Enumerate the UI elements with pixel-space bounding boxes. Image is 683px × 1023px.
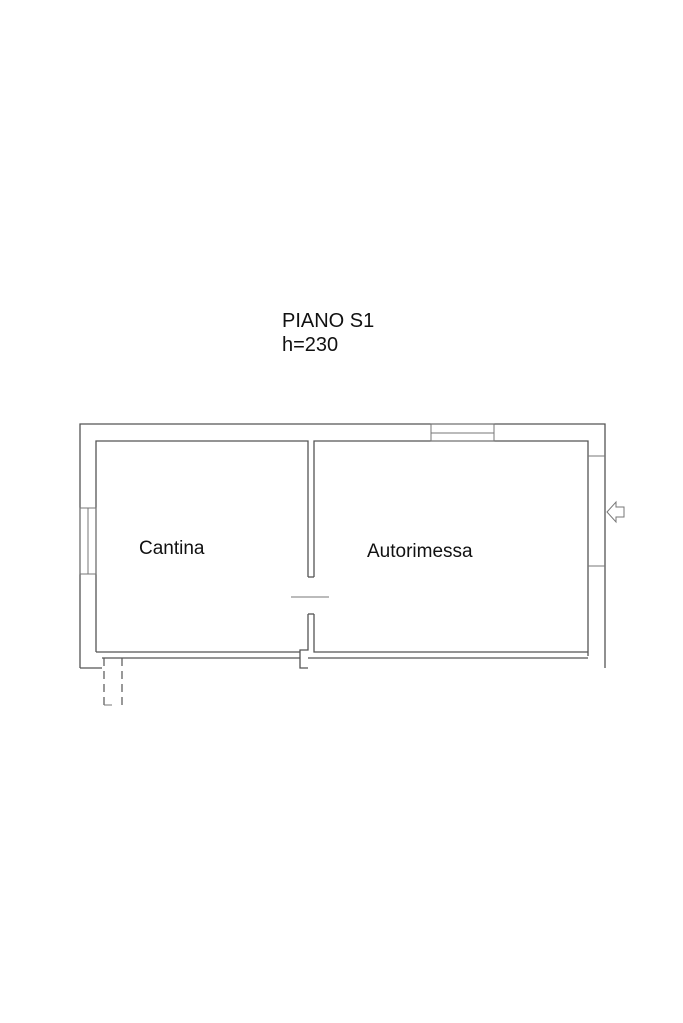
floor-name: PIANO S1 (282, 310, 375, 332)
window-top (430, 423, 495, 442)
entrance-arrow-icon (606, 500, 625, 524)
garage-door-opening (588, 455, 605, 567)
room-label-autorimessa: Autorimessa (367, 541, 473, 562)
dashed-outline (103, 658, 123, 706)
partition-stub (299, 614, 309, 669)
partition-stub-right (313, 614, 588, 653)
floor-height: h=230 (282, 334, 339, 356)
room-label-cantina: Cantina (139, 538, 205, 559)
window-left (79, 507, 97, 575)
floor-title: PIANO S1 h=230 (282, 309, 374, 357)
